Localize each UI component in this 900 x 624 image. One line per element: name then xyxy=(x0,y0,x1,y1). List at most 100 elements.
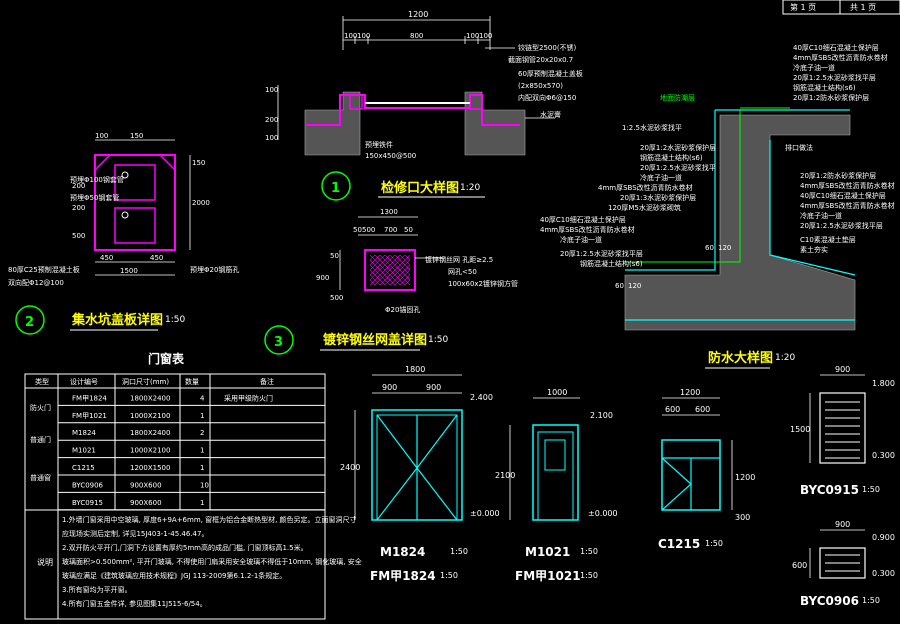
wp-left-5: 冷底子油一道 xyxy=(640,173,682,182)
waterproof-notes-right: 20厚1:2防水砂浆保护层 4mm厚SBS改性沥青防水卷材 40厚C10细石混凝… xyxy=(800,171,895,254)
table-cell: 900X600 xyxy=(130,499,162,507)
sump-dim-200b: 200 xyxy=(72,204,85,212)
wp-r-2: 4mm厚SBS改性沥青防水卷材 xyxy=(800,181,895,190)
insp-note-2: 截面钢管20x20x0.7 xyxy=(508,55,573,64)
table-cell: 1200X1500 xyxy=(130,464,170,472)
th-type: 类型 xyxy=(35,377,49,386)
mesh-number: 3 xyxy=(274,335,283,350)
sump-dim-200a: 200 xyxy=(72,182,85,190)
m1021-scale-1: 1:50 xyxy=(580,547,598,556)
wp-rt-4: 20厚1:2.5水泥砂浆找平层 xyxy=(793,73,876,82)
table-cell: BYC0915 xyxy=(72,499,103,507)
dim-800: 800 xyxy=(410,32,423,40)
dim-side-100a: 100 xyxy=(265,86,278,94)
waterproof-notes-right-top: 40厚C10细石混凝土保护层 4mm厚SBS改性沥青防水卷材 冷底子油一道 20… xyxy=(793,43,888,102)
wp-left-13: 钢筋混凝土结构(s6) xyxy=(580,259,643,268)
wp-rt-1: 40厚C10细石混凝土保护层 xyxy=(793,43,879,52)
table-cell: 1 xyxy=(200,464,204,472)
m1824-level-top: 2.400 xyxy=(470,393,493,402)
row-type-3: 普通窗 xyxy=(30,473,51,482)
row-type-2: 普通门 xyxy=(30,435,51,444)
water-label: 水泥膏 xyxy=(540,110,561,119)
wp-label-2: 排口做法 xyxy=(785,143,813,152)
c1215-dim-total: 1200 xyxy=(680,388,700,397)
byc0906-level-bottom: 0.300 xyxy=(872,569,895,578)
mesh-note-1: 镀锌钢丝网 孔距≥2.5 xyxy=(425,255,493,264)
inspection-number: 1 xyxy=(331,181,340,196)
table-cell: 1000X2100 xyxy=(130,447,170,455)
byc0906-scale: 1:50 xyxy=(862,596,880,605)
table-cell: M1824 xyxy=(72,429,96,437)
wp-left-2: 20厚1:2水泥砂浆保护层 xyxy=(640,143,716,152)
mesh-note-4: Φ20锚固孔 xyxy=(385,305,420,314)
table-cell: 900X600 xyxy=(130,481,162,489)
dim-100c: 100 xyxy=(466,32,479,40)
fm1824-label: FM甲1824 xyxy=(370,569,436,583)
dim-side-100b: 100 xyxy=(265,134,278,142)
mesh-cover-detail: 1300 50 500 700 50 900 50 500 镀锌钢丝网 孔距≥2… xyxy=(264,208,518,355)
table-note-1: 1.外墙门窗采用中空玻璃, 厚度6+9A+6mm, 窗框为铝合金断热型材, 颜色… xyxy=(62,515,357,524)
sump-dim-500: 500 xyxy=(72,232,85,240)
m1824-height: 2400 xyxy=(340,463,360,472)
wp-r-4: 4mm厚SBS改性沥青防水卷材 xyxy=(800,201,895,210)
byc0906-level-top: 0.900 xyxy=(872,533,895,542)
sheet-header: 第 1 页 共 1 页 xyxy=(782,0,900,15)
mesh-dim-500b: 500 xyxy=(330,294,343,302)
sump-dim-450: 450 xyxy=(100,254,113,262)
byc0906-louvers xyxy=(825,554,860,572)
mesh-dim-500: 500 xyxy=(362,226,375,234)
m1824-dim-left: 900 xyxy=(382,383,397,392)
sump-note-4: 双向配Φ12@100 xyxy=(8,278,64,287)
wp-left-10: 4mm厚SBS改性沥青防水卷材 xyxy=(540,225,635,234)
page-label: 第 1 页 xyxy=(790,2,816,12)
wp-left-1: 1:2.5水泥砂浆找平 xyxy=(622,123,682,132)
wp-left-11: 冷底子油一道 xyxy=(560,235,602,244)
m1824-label: M1824 xyxy=(380,545,425,559)
m1021-level-bottom: ±0.000 xyxy=(588,509,618,518)
sump-dim-150: 150 xyxy=(130,132,143,140)
wp-left-3: 钢筋混凝土结构(s6) xyxy=(640,153,703,162)
table-cell: 1000X2100 xyxy=(130,412,170,420)
byc0915-level-top: 1.800 xyxy=(872,379,895,388)
waterproof-title: 防水大样图 xyxy=(708,350,773,366)
wp-left-9: 40厚C10细石混凝土保护层 xyxy=(540,215,626,224)
m1021-label: M1021 xyxy=(525,545,570,559)
wp-rt-2: 4mm厚SBS改性沥青防水卷材 xyxy=(793,53,888,62)
byc0906-height: 600 xyxy=(792,561,807,570)
sump-dim-150b: 150 xyxy=(192,159,205,167)
byc0915-level-bottom: 0.300 xyxy=(872,451,895,460)
th-code: 设计编号 xyxy=(70,377,98,386)
table-title: 门窗表 xyxy=(148,351,185,366)
m1824-scale-1: 1:50 xyxy=(450,547,468,556)
sump-note-3: 80厚C25预制混凝土板 xyxy=(8,265,80,274)
table-cell: 10 xyxy=(200,481,209,489)
table-cell: FM甲1021 xyxy=(72,412,107,420)
sump-dim-2000: 2000 xyxy=(192,199,210,207)
c1215-scale: 1:50 xyxy=(705,539,723,548)
byc0906-dim: 900 xyxy=(835,520,850,529)
fm1021-label: FM甲1021 xyxy=(515,569,581,583)
table-note-3: 2.双开防火平开门,门洞下方设置有厚约5mm高的成品门槛, 门窗顶标高1.5米。 xyxy=(62,543,308,552)
c1215-dim-right: 600 xyxy=(695,405,710,414)
m1021-dim: 1000 xyxy=(547,388,567,397)
table-notes: 1.外墙门窗采用中空玻璃, 厚度6+9A+6mm, 窗框为铝合金断热型材, 颜色… xyxy=(62,515,362,608)
waterproof-scale: 1:20 xyxy=(775,353,795,363)
total-label: 共 1 页 xyxy=(850,3,876,12)
byc0915-louvers xyxy=(825,401,860,459)
m1824-scale-2: 1:50 xyxy=(440,571,458,580)
m1824-dim-right: 900 xyxy=(426,383,441,392)
row-type-1: 防火门 xyxy=(30,403,51,412)
sump-dim-450b: 450 xyxy=(150,254,163,262)
table-cell: 2 xyxy=(200,429,204,437)
mesh-scale: 1:50 xyxy=(428,335,448,345)
th-note: 备注 xyxy=(260,377,274,386)
wp-left-4: 20厚1:2.5水泥砂浆找平 xyxy=(640,163,716,172)
table-cell: 1 xyxy=(200,499,204,507)
window-c1215-elevation: 1200 600 600 1200 300 C1215 1:50 xyxy=(658,388,755,551)
insp-note-6: 预埋铁件 xyxy=(365,140,393,149)
wp-left-12: 20厚1:2.5水泥砂浆找平层 xyxy=(560,249,643,258)
table-cell: 采用甲级防火门 xyxy=(224,393,273,402)
dim-side-200: 200 xyxy=(265,116,278,124)
window-byc0906-elevation: 900 600 0.900 0.300 BYC0906 1:50 xyxy=(792,520,895,608)
